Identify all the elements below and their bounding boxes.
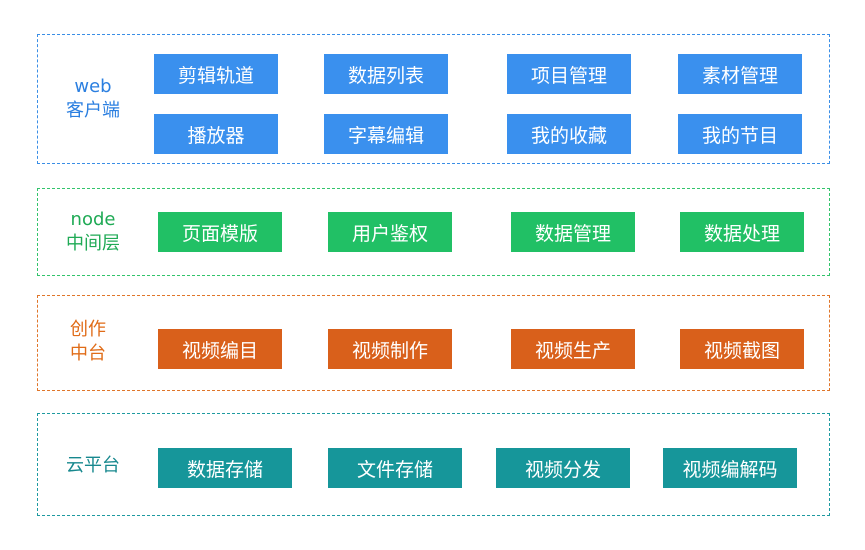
box-my-programs: 我的节目 [678, 114, 802, 154]
box-data-process: 数据处理 [680, 212, 804, 252]
layer-label-create: 创作 中台 [70, 319, 106, 364]
box-video-make: 视频制作 [328, 329, 452, 369]
box-user-auth: 用户鉴权 [328, 212, 452, 252]
box-file-storage: 文件存储 [328, 448, 462, 488]
box-video-codec: 视频编解码 [663, 448, 797, 488]
box-data-list: 数据列表 [324, 54, 448, 94]
layer-web-client: web 客户端 剪辑轨道 数据列表 项目管理 素材管理 播放器 字幕编辑 我的收… [37, 34, 830, 164]
box-player: 播放器 [154, 114, 278, 154]
layer-cloud-platform: 云平台 数据存储 文件存储 视频分发 视频编解码 [37, 413, 830, 516]
box-subtitle-edit: 字幕编辑 [324, 114, 448, 154]
box-data-manage: 数据管理 [511, 212, 635, 252]
box-clip-track: 剪辑轨道 [154, 54, 278, 94]
box-video-screenshot: 视频截图 [680, 329, 804, 369]
layer-label-web: web 客户端 [66, 76, 120, 121]
layer-node-middle: node 中间层 页面模版 用户鉴权 数据管理 数据处理 [37, 188, 830, 276]
layer-label-node: node 中间层 [66, 209, 120, 254]
box-video-catalog: 视频编目 [158, 329, 282, 369]
box-video-produce: 视频生产 [511, 329, 635, 369]
box-page-template: 页面模版 [158, 212, 282, 252]
box-my-favorites: 我的收藏 [507, 114, 631, 154]
layer-creation-platform: 创作 中台 视频编目 视频制作 视频生产 视频截图 [37, 295, 830, 391]
box-video-distribute: 视频分发 [496, 448, 630, 488]
box-material-manage: 素材管理 [678, 54, 802, 94]
box-project-manage: 项目管理 [507, 54, 631, 94]
box-data-storage: 数据存储 [158, 448, 292, 488]
layer-label-cloud: 云平台 [66, 455, 120, 476]
